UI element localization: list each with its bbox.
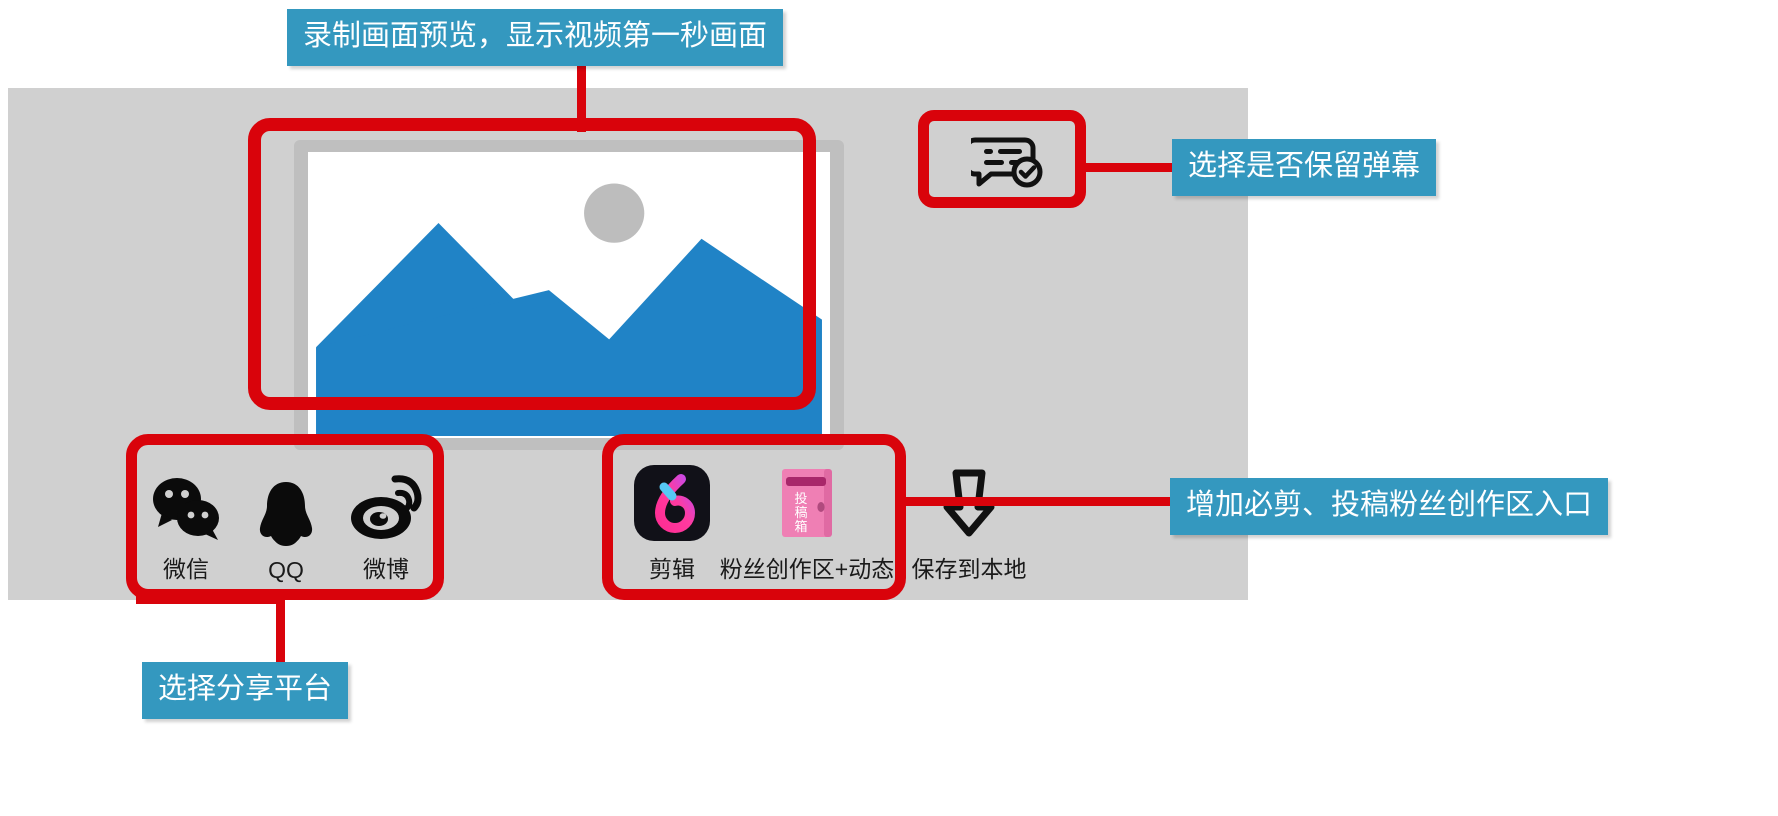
share-panel: 微信 QQ 微博 <box>8 88 1248 600</box>
share-item-label: 微博 <box>363 556 409 582</box>
action-item-label: 保存到本地 <box>911 556 1027 582</box>
submission-box-icon: 投 稿 箱 <box>774 463 840 541</box>
action-row: 剪辑 投 稿 箱 粉丝创作区+动态 <box>618 463 1050 584</box>
callout-entry: 增加必剪、投稿粉丝创作区入口 <box>1170 478 1609 535</box>
share-item-qq[interactable]: QQ <box>236 470 336 584</box>
mountain-shape-right <box>316 238 822 437</box>
action-item-fan-zone[interactable]: 投 稿 箱 粉丝创作区+动态 <box>720 463 894 584</box>
share-item-label: QQ <box>268 557 304 583</box>
svg-text:稿: 稿 <box>794 505 807 520</box>
bijian-app-icon <box>634 463 710 541</box>
preview-placeholder-illustration <box>308 152 830 438</box>
action-item-label: 剪辑 <box>649 556 695 582</box>
preview-image-frame <box>308 152 830 438</box>
share-item-label: 微信 <box>163 556 209 582</box>
callout-share: 选择分享平台 <box>142 662 349 719</box>
callout-preview: 录制画面预览，显示视频第一秒画面 <box>287 9 784 66</box>
wechat-icon <box>150 463 222 541</box>
sun-shape <box>584 183 645 243</box>
danmaku-keep-toggle-icon <box>971 137 1043 188</box>
action-item-label: 粉丝创作区+动态 <box>719 556 895 582</box>
svg-text:箱: 箱 <box>794 519 807 534</box>
qq-icon <box>255 470 317 548</box>
action-item-edit[interactable]: 剪辑 <box>618 463 726 584</box>
leader-line-entry-horizontal <box>898 497 1176 506</box>
danmaku-keep-toggle[interactable] <box>948 120 1068 200</box>
weibo-icon <box>349 463 423 541</box>
leader-line-danmaku <box>1084 163 1176 172</box>
leader-line-preview <box>577 60 586 132</box>
leader-line-share-horizontal <box>136 595 284 604</box>
share-item-weibo[interactable]: 微博 <box>336 463 436 584</box>
action-item-save-local[interactable]: 保存到本地 <box>888 463 1050 584</box>
svg-text:投: 投 <box>794 491 807 506</box>
download-arrow-icon <box>931 463 1007 541</box>
recording-preview[interactable] <box>294 140 844 450</box>
share-item-wechat[interactable]: 微信 <box>136 463 236 584</box>
leader-line-share-vertical <box>276 595 285 667</box>
callout-danmaku: 选择是否保留弹幕 <box>1172 139 1437 196</box>
share-platform-row: 微信 QQ 微博 <box>136 463 436 584</box>
